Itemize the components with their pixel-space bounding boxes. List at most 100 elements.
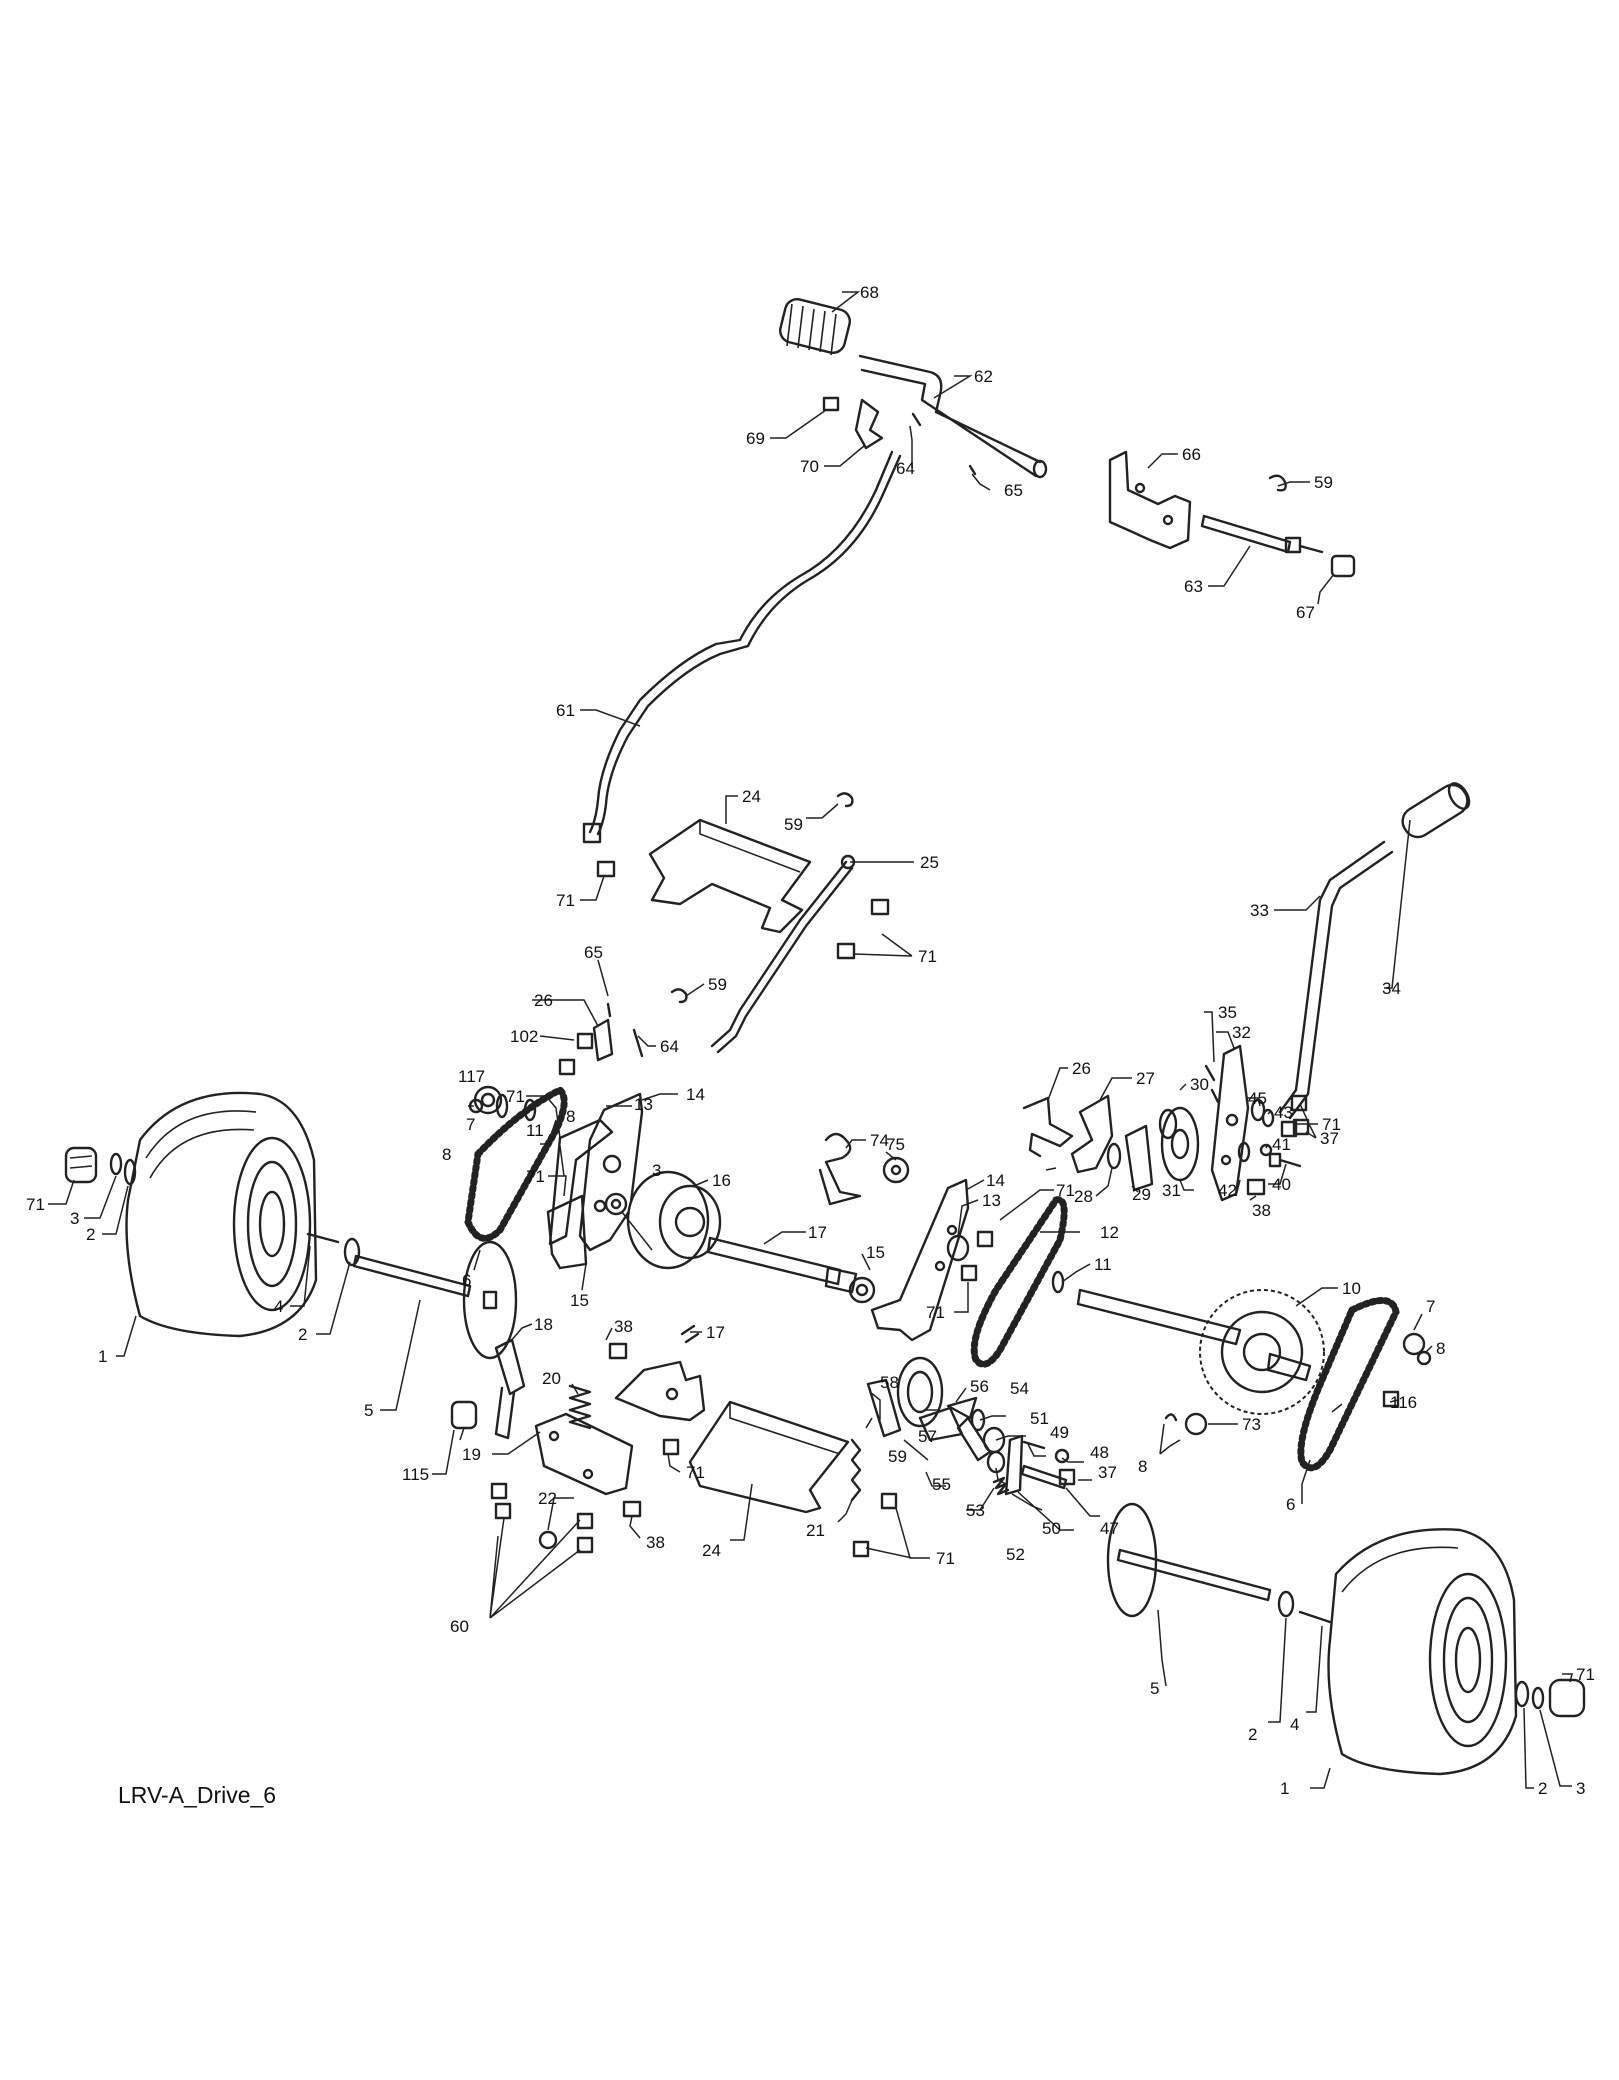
pin-4-left	[306, 1232, 340, 1244]
callout-35: 34	[1382, 979, 1401, 998]
callout-24-top: 24	[742, 787, 761, 806]
callout-64-top: 65	[1004, 481, 1023, 500]
lever-34	[1278, 840, 1394, 1120]
screw-68	[822, 396, 840, 412]
clip-58-mid	[836, 792, 854, 808]
callout-11-right: 11	[1094, 1255, 1112, 1274]
callout-14-left: 14	[686, 1085, 705, 1104]
axle-5-left	[352, 1254, 472, 1298]
bracket-65	[1108, 450, 1192, 550]
callout-6-right: 6	[1286, 1495, 1295, 1514]
callout-70-bottom: 71	[936, 1549, 955, 1568]
callout-13-right: 13	[982, 1191, 1001, 1210]
hub-cap-71-left	[64, 1146, 98, 1184]
bracket-26	[592, 1018, 614, 1062]
callout-71-right: 71	[1576, 1665, 1595, 1684]
callout-61: 62	[974, 367, 993, 386]
callout-68: 69	[746, 429, 765, 448]
callout-28: 27	[1136, 1069, 1155, 1088]
callout-117: 117	[458, 1067, 485, 1086]
callout-32: 31	[1162, 1181, 1181, 1200]
leader-lines	[48, 291, 1573, 1789]
callout-13-left: 13	[634, 1095, 653, 1114]
washer-2-axle	[343, 1237, 361, 1267]
callout-115: 115	[402, 1465, 429, 1484]
pin-64-top	[968, 464, 977, 476]
knob-66	[1330, 554, 1356, 578]
callout-75: 75	[886, 1135, 905, 1154]
callout-2-right-axle: 2	[1248, 1725, 1257, 1744]
callout-37-lower: 37	[1098, 1463, 1117, 1482]
nut-38-mid	[608, 1342, 628, 1360]
callout-11-left: 11	[526, 1121, 544, 1140]
callout-6-left: 6	[462, 1271, 471, 1290]
callout-41: 42	[1218, 1181, 1237, 1200]
callout-8-lower: 8	[1138, 1457, 1147, 1476]
callout-67: 68	[860, 283, 879, 302]
hub-cap-71-right	[1548, 1678, 1586, 1718]
washer-2-right-axle	[1277, 1590, 1295, 1618]
bracket-28	[1070, 1094, 1114, 1174]
plate-48	[1004, 1434, 1024, 1496]
washer-2-right	[1514, 1680, 1530, 1708]
bolt-70-right-b	[960, 1264, 978, 1282]
callout-17: 16	[712, 1171, 731, 1190]
callout-7-left: 7	[466, 1115, 475, 1134]
callout-116: 116	[1390, 1393, 1417, 1412]
arm-53	[956, 1416, 992, 1462]
pulley-56	[896, 1356, 944, 1428]
clip-58-top	[1268, 474, 1287, 492]
bolts-59	[490, 1482, 594, 1554]
callout-65: 66	[1182, 445, 1201, 464]
washer-29	[1106, 1142, 1122, 1170]
bolt-70-left	[558, 1058, 576, 1076]
axle-5-right	[1116, 1548, 1272, 1602]
callout-70-top: 71	[556, 891, 575, 910]
nut-116	[1382, 1390, 1400, 1408]
callout-102: 102	[510, 1027, 538, 1046]
callout-70-pair: 71	[918, 947, 937, 966]
callout-labels: 68 62 69 70 64 65 66 59 63 67 61 24 59 2…	[26, 283, 1595, 1798]
callout-3-left: 3	[70, 1209, 79, 1228]
callout-70-left: 71	[506, 1087, 525, 1106]
callout-66: 67	[1296, 603, 1315, 622]
bracket-20	[534, 1412, 634, 1496]
callout-70-right: 71	[1056, 1181, 1075, 1200]
callout-4-right: 4	[1290, 1715, 1299, 1734]
disc-32	[1160, 1106, 1200, 1182]
callout-16: 17	[808, 1223, 827, 1242]
bracket-30	[1124, 1124, 1154, 1192]
washer-23	[538, 1530, 558, 1550]
bolt-70-lower	[662, 1438, 680, 1456]
callout-53: 55	[932, 1475, 951, 1494]
callout-19: 18	[534, 1315, 553, 1334]
callout-49: 52	[1006, 1545, 1025, 1564]
nut-38-right	[1246, 1178, 1266, 1196]
cam-31	[1158, 1108, 1178, 1140]
callout-71-left: 71	[26, 1195, 45, 1214]
clutch-17	[626, 1170, 722, 1270]
wheel-1-left	[125, 1091, 318, 1338]
callout-2-right: 2	[1538, 1779, 1547, 1798]
washer-2-left	[123, 1158, 137, 1186]
callout-15-left: 15	[570, 1291, 589, 1310]
callout-23: 22	[538, 1489, 557, 1508]
callout-39: 40	[1272, 1175, 1291, 1194]
washer-40	[1259, 1143, 1273, 1157]
bushing-115	[450, 1400, 478, 1430]
bolts-36	[1204, 1064, 1220, 1104]
handle-grip-67	[779, 298, 851, 356]
shaft-16	[706, 1236, 858, 1294]
bolt-70-right	[976, 1230, 994, 1248]
spring-18	[680, 1324, 700, 1344]
callout-58-mid: 59	[784, 815, 803, 834]
callout-20: 19	[462, 1445, 481, 1464]
callout-30: 29	[1132, 1185, 1151, 1204]
pin-63-left	[632, 1028, 644, 1058]
callout-63-top: 64	[896, 459, 915, 478]
spring-21	[568, 1384, 592, 1430]
shaft-62	[1200, 514, 1324, 554]
callout-43: 45	[1248, 1089, 1267, 1108]
bracket-69	[854, 398, 884, 450]
callout-8-mid: 8	[566, 1107, 575, 1126]
